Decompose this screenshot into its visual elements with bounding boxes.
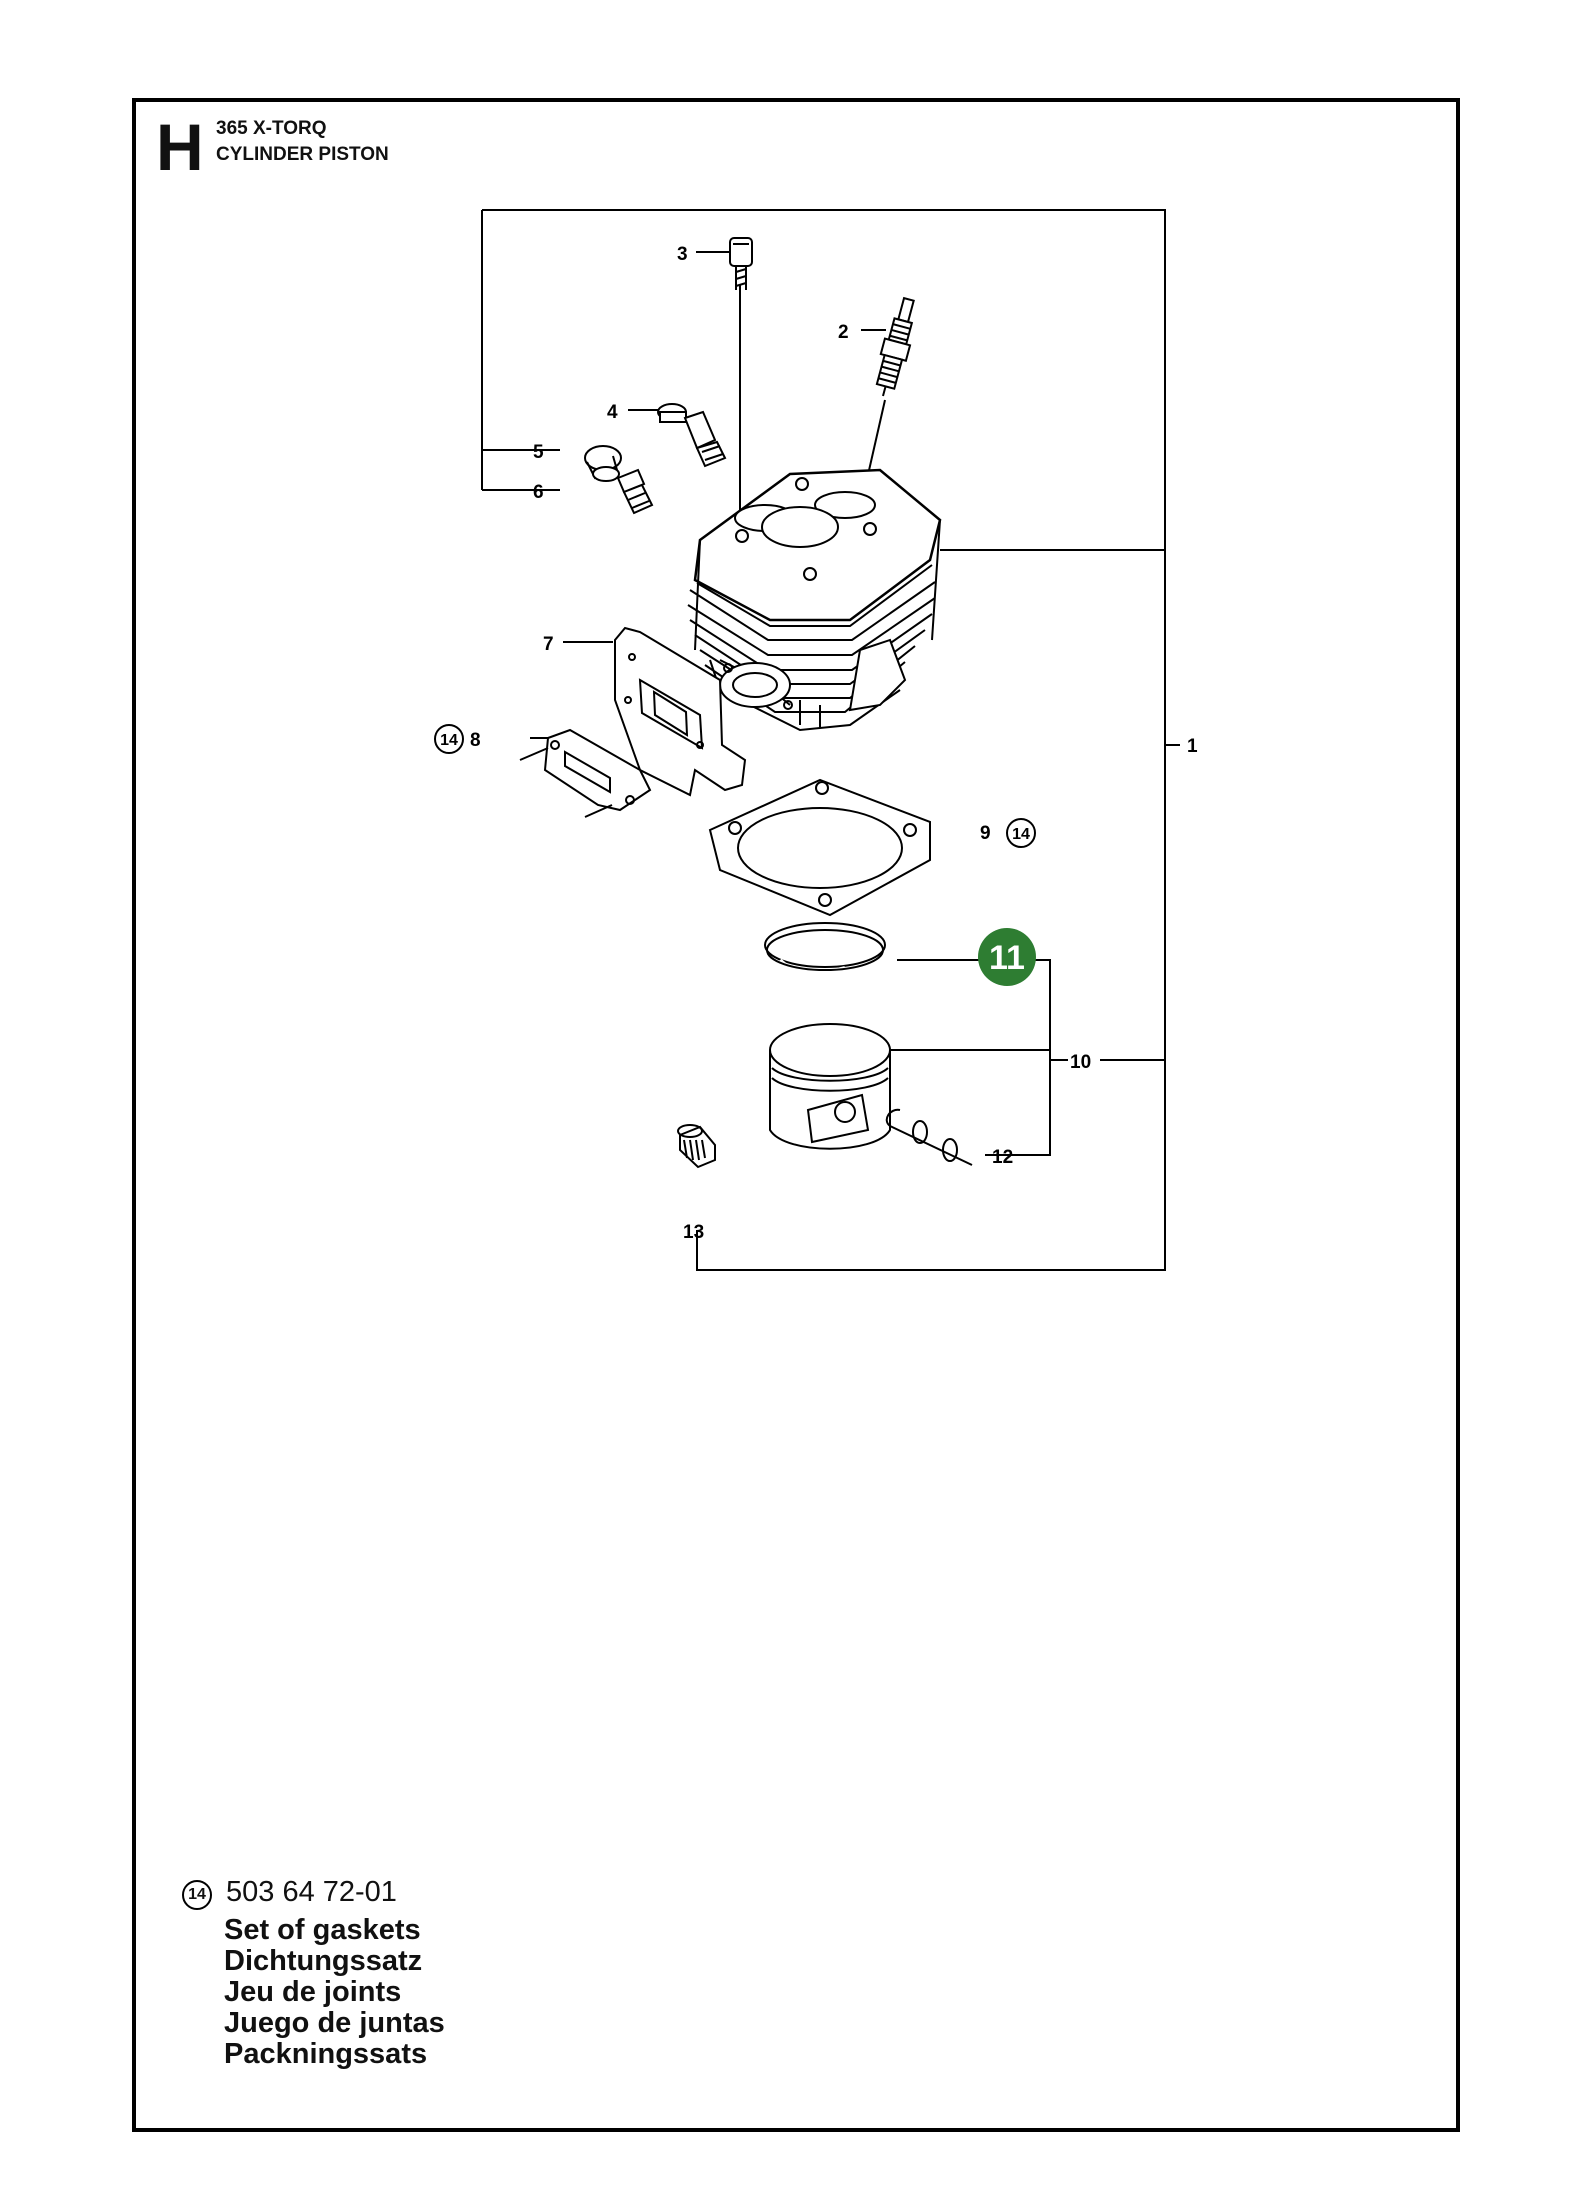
- kit-desc-en: Set of gaskets: [224, 1914, 421, 1946]
- heat-shield-icon: [614, 626, 747, 797]
- callout-12: 12: [992, 1147, 1013, 1168]
- kit-desc-fr: Jeu de joints: [224, 1976, 402, 2008]
- callout-4: 4: [607, 402, 618, 423]
- plug-icon: [584, 445, 622, 482]
- section-letter: H: [156, 110, 204, 184]
- callout-8: 8: [470, 730, 481, 751]
- model-title: 365 X-TORQ: [216, 118, 327, 139]
- callout-labels: 1 2 3 4 5 6 7 8 9 10 12 13 14 14 11: [434, 244, 1198, 1243]
- kit-ref-9: 14: [1012, 826, 1030, 843]
- callout-10: 10: [1070, 1052, 1091, 1073]
- section-title: CYLINDER PISTON: [216, 144, 389, 165]
- bracket-lines: [481, 209, 1180, 1271]
- exhaust-gasket-icon: [519, 728, 652, 818]
- kit-ref-circle-9: [1006, 818, 1036, 848]
- piston-ring-icon: [764, 922, 886, 974]
- spark-plug-icon: [875, 296, 915, 397]
- cylinder-icon: [687, 468, 942, 732]
- kit-ref-circle-8: [434, 724, 464, 754]
- callout-7: 7: [543, 634, 554, 655]
- cylinder-gasket-icon: [708, 778, 931, 917]
- decompression-valve-icon: [657, 403, 727, 468]
- circlip-icon: [885, 1108, 973, 1166]
- callout-11: 11: [989, 939, 1025, 977]
- callout-9: 9: [980, 823, 991, 844]
- needle-bearing-icon: [677, 1124, 716, 1169]
- highlight-callout-11-marker: [978, 928, 1036, 986]
- piston-icon: [769, 1023, 891, 1150]
- kit-ref-circle: 14: [182, 1880, 212, 1910]
- kit-desc-es: Juego de juntas: [224, 2007, 445, 2039]
- callout-6: 6: [533, 482, 544, 503]
- callout-13: 13: [683, 1222, 704, 1243]
- callout-1: 1: [1187, 736, 1198, 757]
- callout-2: 2: [838, 322, 849, 343]
- callout-5: 5: [533, 442, 544, 463]
- kit-ref-8: 14: [440, 732, 458, 749]
- kit-desc-de: Dichtungssatz: [224, 1945, 423, 1977]
- page-frame: [132, 98, 1460, 2132]
- threaded-insert-icon: [616, 468, 654, 515]
- callout-3: 3: [677, 244, 688, 265]
- screw-icon: [729, 237, 753, 290]
- kit-desc-sv: Packningssats: [224, 2038, 428, 2070]
- kit-part-number: 503 64 72-01: [226, 1876, 397, 1908]
